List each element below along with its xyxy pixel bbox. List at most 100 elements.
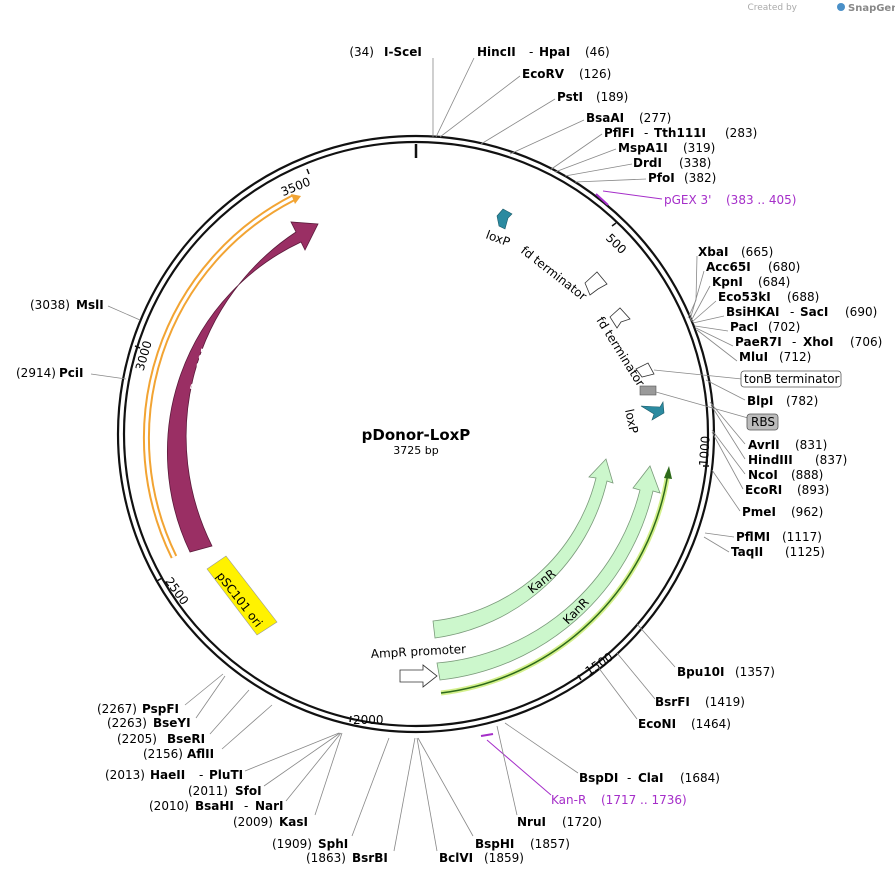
kanr-1-arrow [432,458,614,639]
leader-econi [597,666,638,720]
site-bsphi-pos: (1857) [530,837,570,851]
leader-pmei [711,469,741,512]
site-bsrbi-name[interactable]: BsrBI [352,851,388,865]
site-blpi-name[interactable]: BlpI [747,394,773,408]
feature-rbs[interactable]: RBS [639,385,779,431]
feature-fd-terminator-2[interactable]: fd terminator [593,307,647,389]
site-hindiii-pos: (837) [815,453,847,467]
site-mlui-name[interactable]: MluI [739,350,768,364]
site-bseyi-name[interactable]: BseYI [153,716,191,730]
site-mspa1i-pos: (319) [683,141,715,155]
leader-bsahi [285,732,342,802]
site-tth111i-name[interactable]: Tth111I [654,126,706,140]
feature-fd-terminator-1[interactable]: fd terminator [518,243,608,303]
site-iscei-pos: (34) [349,45,374,59]
site-taqii-name[interactable]: TaqII [731,545,763,559]
site-pfoi-name[interactable]: PfoI [648,171,675,185]
primer-pgex3-name: pGEX 3' [664,193,711,207]
site-eco53ki-name[interactable]: Eco53kI [718,290,771,304]
site-saci-name[interactable]: SacI [800,305,828,319]
site-ncoi-name[interactable]: NcoI [748,468,778,482]
site-msli-name[interactable]: MslI [76,298,104,312]
site-bsihkai-name[interactable]: BsiHKAI [726,305,780,319]
primer-pgex3-leader [602,190,663,200]
site-mlui-pos: (712) [779,350,811,364]
site-pcii-pos: (2914) [16,366,56,380]
feature-psc101-ori[interactable]: pSC101 ori [206,555,278,636]
site-bsrfi-name[interactable]: BsrFI [655,695,690,709]
leader-bsrfi [616,652,656,700]
site-bpu10i-name[interactable]: Bpu10I [677,665,724,679]
site-avrii-pos: (831) [795,438,827,452]
site-clai-name[interactable]: ClaI [638,771,663,785]
site-bspdi-name[interactable]: BspDI [579,771,618,785]
leader-mlui [696,329,738,362]
site-kpni-name[interactable]: KpnI [712,275,743,289]
site-pluti-name[interactable]: PluTI [209,768,243,782]
leader-bclvi [416,737,438,852]
rbs-block [639,385,657,396]
site-bsaai-name[interactable]: BsaAI [586,111,624,125]
site-bclvi-name[interactable]: BclVI [439,851,473,865]
site-pspfi-name[interactable]: PspFI [142,702,179,716]
site-bsphi-name[interactable]: BspHI [475,837,514,851]
site-hincii-name[interactable]: HincII [477,45,516,59]
feature-ampr-promoter[interactable]: AmpR promoter [370,642,466,688]
fd-terminator-1-label: fd terminator [518,243,589,303]
site-pmei-pos: (962) [791,505,823,519]
kanr-outline-head [664,466,672,479]
site-sphi-name[interactable]: SphI [318,837,348,851]
tick-3500 [306,168,310,175]
site-nari-name[interactable]: NarI [255,799,284,813]
site-pflfi-pos: (283) [725,126,757,140]
leader-bseyi [195,675,226,719]
leader-pflfi [549,133,603,171]
site-xhoi-name[interactable]: XhoI [803,335,834,349]
site-acc65i-name[interactable]: Acc65I [706,260,751,274]
site-haeii-name[interactable]: HaeII [150,768,185,782]
site-pmei-name[interactable]: PmeI [742,505,776,519]
site-paci-name[interactable]: PacI [730,320,758,334]
watermark-prefix: Created by [747,3,797,13]
site-kpni-pos: (684) [758,275,790,289]
site-ecorv-name[interactable]: EcoRV [522,67,565,81]
site-xbai-name[interactable]: XbaI [698,245,728,259]
site-bseri-name[interactable]: BseRI [167,732,205,746]
feature-loxp-1[interactable]: loxP [484,208,513,249]
site-pflfi-name[interactable]: PflFI [604,126,634,140]
site-bseri-pos: (2205) [117,732,157,746]
site-iscei-name[interactable]: I-SceI [384,45,422,59]
snapgene-watermark: Created by SnapGene [747,3,895,14]
site-pcii-name[interactable]: PciI [59,366,84,380]
site-pflmi-pos: (1117) [782,530,822,544]
primer-kanr[interactable]: Kan-R (1717 .. 1736) [480,733,687,807]
fd-terminator-1-arrow [584,271,608,296]
feature-loxp-2[interactable]: loxP [622,401,665,435]
site-drdi-name[interactable]: DrdI [633,156,662,170]
rbs-label: RBS [751,415,775,429]
site-pspfi-pos: (2267) [97,702,137,716]
tick-label-1500: 1500 [583,650,616,679]
site-avrii-name[interactable]: AvrII [748,438,780,452]
site-kasi-name[interactable]: KasI [279,815,308,829]
leader-bspdi [504,722,579,774]
primer-pgex3[interactable]: pGEX 3' (383 .. 405) [595,190,796,207]
feature-tonb-terminator[interactable]: tonB terminator [635,362,842,388]
site-bsahi-name[interactable]: BsaHI [195,799,234,813]
site-hindiii-name[interactable]: HindIII [748,453,793,467]
site-mspa1i-name[interactable]: MspA1I [618,141,668,155]
leader-paer7i [695,327,734,347]
site-hpai-name[interactable]: HpaI [539,45,570,59]
leader-pflmi [704,532,735,538]
feature-rep101[interactable]: Rep101 [167,221,319,553]
site-paer7i-name[interactable]: PaeR7I [735,335,782,349]
leader-blpi [705,379,746,401]
site-econi-name[interactable]: EcoNI [638,717,676,731]
site-aflii-name[interactable]: AflII [187,747,214,761]
site-ecori-name[interactable]: EcoRI [745,483,782,497]
tick-3000 [134,345,141,349]
site-pflmi-name[interactable]: PflMI [736,530,770,544]
site-nrui-name[interactable]: NruI [517,815,546,829]
site-psti-name[interactable]: PstI [557,90,583,104]
site-sfoi-name[interactable]: SfoI [235,784,262,798]
